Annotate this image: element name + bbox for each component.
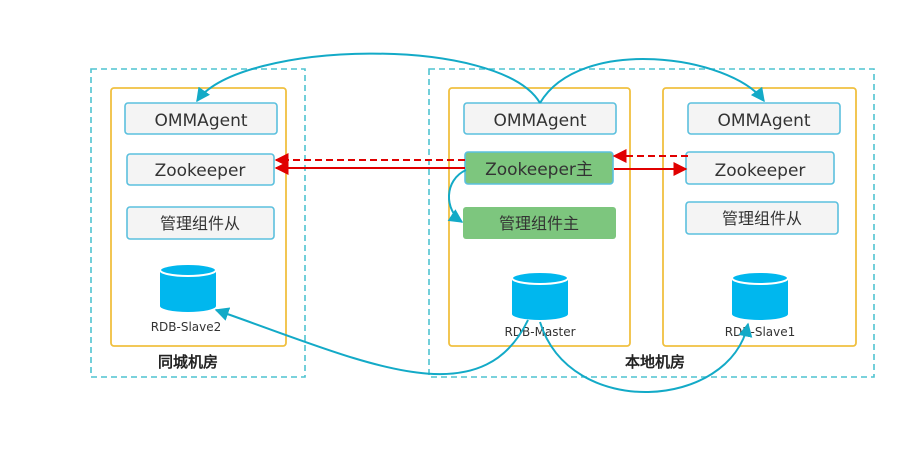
db-master-to-slave2-curve [214,307,529,376]
agent-middle-to-right-curve [539,58,765,104]
left-zookeeper-label: Zookeeper [155,161,246,181]
zookeeper-to-manager-curve [447,169,467,223]
middle-agent-label: OMMAgent [493,111,586,131]
left-agent-label: OMMAgent [154,111,247,131]
left-agent-box [124,102,278,135]
left-manager-label: 管理组件从 [160,214,240,233]
right-manager-label: 管理组件从 [722,209,802,228]
middle-db-label: RDB-Master [504,325,575,339]
right-zookeeper-label: Zookeeper [715,161,806,181]
middle-manager-box [463,207,616,239]
middle-zookeeper-label: Zookeeper主 [485,160,593,180]
left-manager-box [126,206,275,240]
right-manager-box [685,201,839,235]
same-city-room-label: 同城机房 [158,353,218,371]
local-room-label: 本地机房 [625,353,685,371]
middle-db-icon [511,271,569,320]
right-agent-label: OMMAgent [717,111,810,131]
left-db-icon [159,263,217,312]
left-db-label: RDB-Slave2 [151,320,222,334]
middle-manager-label: 管理组件主 [499,214,579,233]
right-db-label: RDB-Slave1 [725,325,796,339]
local-room-frame [428,68,875,378]
right-db-icon [731,271,789,320]
left-zookeeper-box [126,153,275,186]
right-agent-box [687,102,841,135]
agent-middle-to-left-curve [196,52,541,104]
db-master-to-slave1-curve [539,321,753,393]
same-city-room-frame [90,68,306,378]
